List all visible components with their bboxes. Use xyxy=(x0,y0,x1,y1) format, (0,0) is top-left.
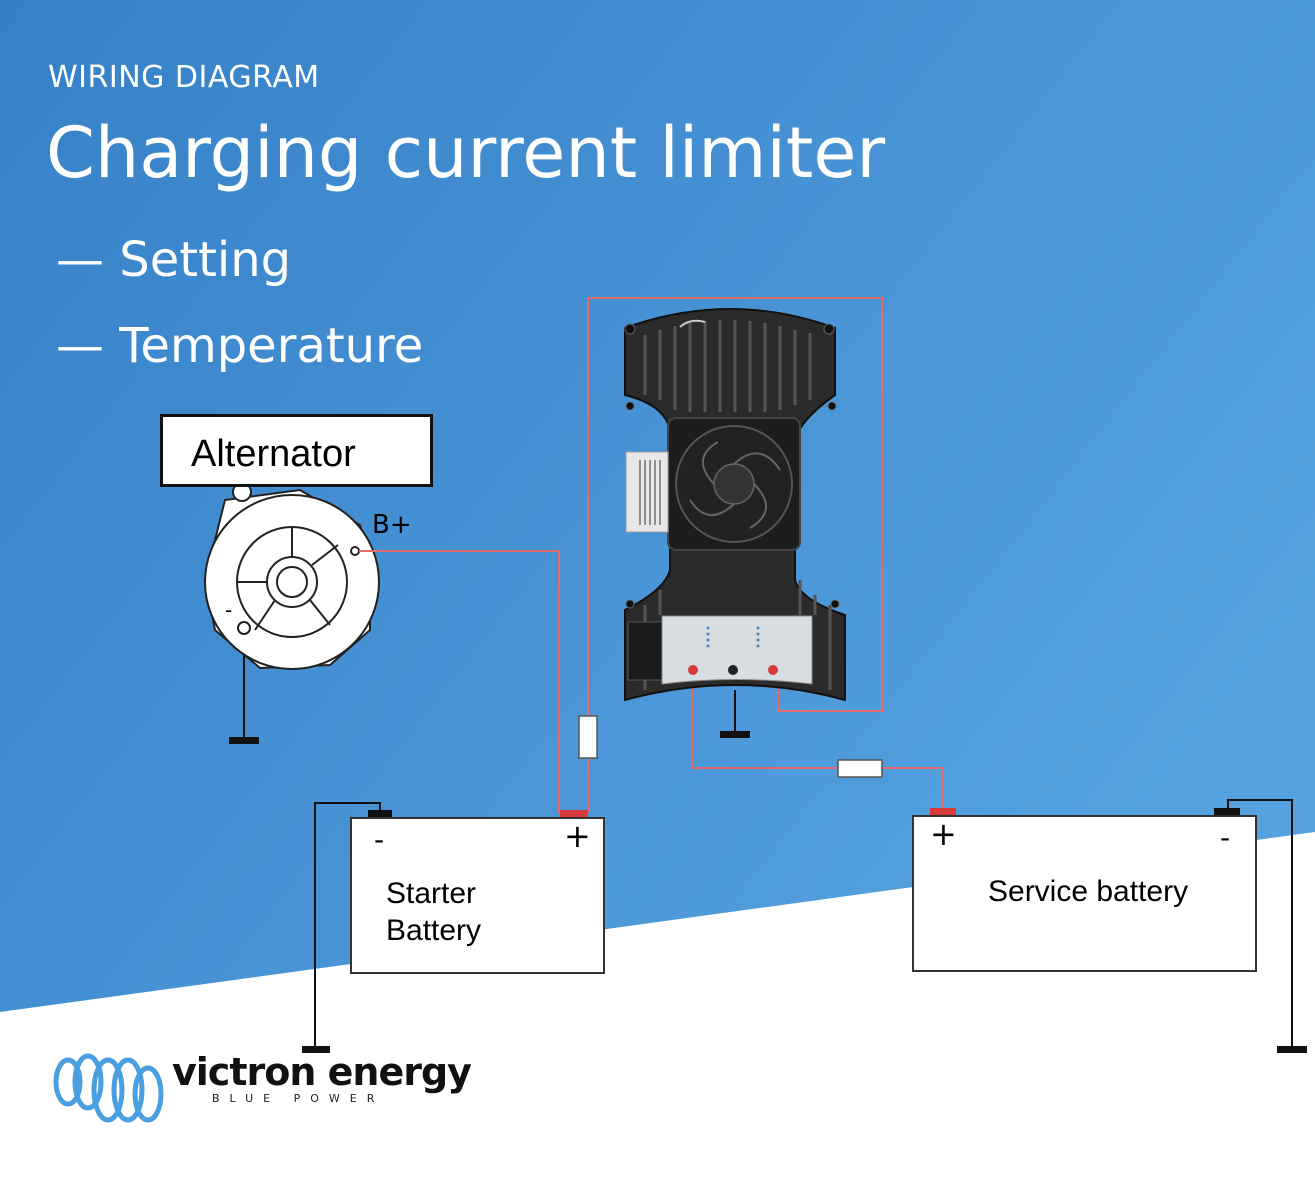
bullet-setting: — Setting xyxy=(56,232,292,288)
starter-battery: - + Starter Battery xyxy=(350,817,605,974)
starter-minus-sign: - xyxy=(374,823,385,856)
battery-ground-leads xyxy=(314,799,1293,1048)
starter-plus-terminal xyxy=(560,810,588,818)
starter-minus-terminal xyxy=(368,810,392,818)
victron-logo-icon xyxy=(53,1053,164,1123)
service-minus-sign: - xyxy=(1220,821,1231,854)
ground-alternator xyxy=(229,737,259,744)
fuse-service xyxy=(837,759,883,778)
service-plus-sign: + xyxy=(930,815,957,853)
starter-battery-label: Starter Battery xyxy=(386,877,482,947)
ground-service xyxy=(1277,1046,1307,1053)
alternator-drawing xyxy=(203,482,380,670)
dc-dc-charger-device xyxy=(624,308,846,702)
ground-device xyxy=(720,731,750,738)
bullet-temperature: — Temperature xyxy=(56,318,424,374)
page-title: Charging current limiter xyxy=(46,112,886,194)
service-battery: + - Service battery xyxy=(912,815,1257,972)
fuse-starter xyxy=(578,715,598,759)
brand-tagline: BLUE POWER xyxy=(212,1092,385,1105)
service-battery-label: Service battery xyxy=(988,875,1189,908)
b-plus-label: B+ xyxy=(372,510,412,540)
brand-name: victron energy xyxy=(172,1050,472,1094)
service-plus-terminal xyxy=(930,808,956,816)
alternator-minus-label: - xyxy=(225,598,233,622)
diagram-overline: WIRING DIAGRAM xyxy=(48,60,320,95)
service-minus-terminal xyxy=(1214,808,1240,816)
alternator-label: Alternator xyxy=(191,433,356,475)
ground-starter xyxy=(302,1046,330,1053)
red-wires xyxy=(359,297,943,813)
alternator-label-box: Alternator xyxy=(160,414,433,487)
starter-plus-sign: + xyxy=(564,817,591,855)
